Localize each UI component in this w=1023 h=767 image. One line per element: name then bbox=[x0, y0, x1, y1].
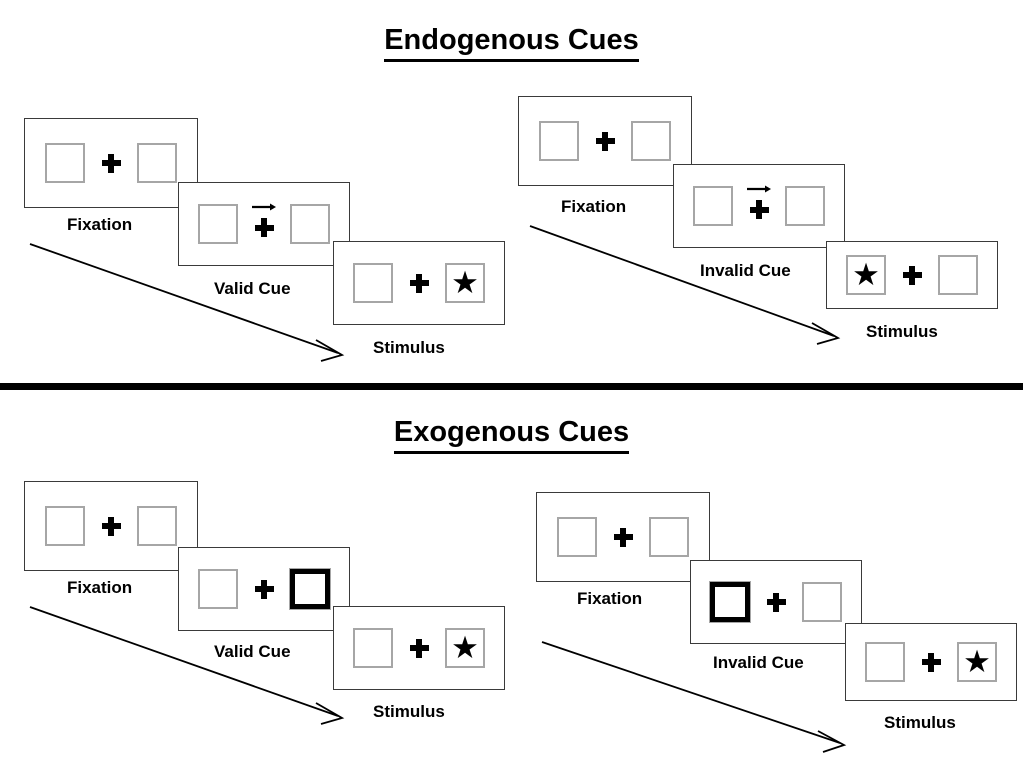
section-divider bbox=[0, 383, 1023, 390]
frame-exogenous-valid-stimulus: ★ bbox=[333, 606, 505, 690]
target-box-left bbox=[353, 628, 393, 668]
frame-exogenous-invalid-cue bbox=[690, 560, 862, 644]
frame-endogenous-invalid-fixation bbox=[518, 96, 692, 186]
target-box-right bbox=[137, 506, 177, 546]
fixation-cross-icon bbox=[921, 652, 941, 672]
frame-endogenous-valid-stimulus: ★ bbox=[333, 241, 505, 325]
caption-endogenous-invalid-fixation: Fixation bbox=[561, 197, 627, 216]
box-row: ★ bbox=[353, 260, 485, 306]
caption-exogenous-valid-stimulus: Stimulus bbox=[373, 702, 445, 721]
target-box-left bbox=[693, 186, 733, 226]
box-row bbox=[693, 183, 825, 229]
star-icon: ★ bbox=[963, 643, 991, 679]
caption-endogenous-invalid-cue: Invalid Cue bbox=[700, 261, 791, 280]
section-title-endogenous-text: Endogenous Cues bbox=[384, 24, 639, 63]
caption-endogenous-valid-cue: Valid Cue bbox=[214, 279, 291, 298]
target-box-right bbox=[938, 255, 978, 295]
frame-endogenous-invalid-cue bbox=[673, 164, 845, 248]
fixation-cross-icon bbox=[101, 516, 121, 536]
fixation-cross-icon bbox=[749, 200, 769, 219]
fixation-cross-icon bbox=[101, 153, 121, 173]
box-row bbox=[198, 201, 330, 247]
box-row bbox=[709, 579, 842, 625]
target-box-right: ★ bbox=[445, 263, 485, 303]
box-row bbox=[45, 503, 177, 549]
box-row bbox=[198, 566, 331, 612]
target-box-left-cued bbox=[709, 581, 751, 623]
fixation-cross-wrap bbox=[85, 503, 137, 549]
caption-exogenous-valid-fixation: Fixation bbox=[67, 578, 133, 597]
frame-exogenous-valid-cue bbox=[178, 547, 350, 631]
caption-endogenous-valid-fixation: Fixation bbox=[67, 215, 133, 234]
section-title-endogenous: Endogenous Cues bbox=[0, 24, 1023, 63]
fixation-cross-icon bbox=[766, 592, 786, 612]
target-box-left bbox=[45, 143, 85, 183]
time-arrow-endogenous-valid bbox=[29, 243, 345, 362]
frame-exogenous-invalid-fixation bbox=[536, 492, 710, 582]
target-box-right bbox=[290, 204, 330, 244]
section-title-exogenous: Exogenous Cues bbox=[0, 416, 1023, 455]
box-row bbox=[45, 140, 177, 186]
fixation-cross-icon bbox=[595, 131, 615, 151]
target-box-right bbox=[631, 121, 671, 161]
target-box-left bbox=[353, 263, 393, 303]
fixation-cross-wrap bbox=[579, 118, 631, 164]
box-row: ★ bbox=[846, 252, 978, 298]
caption-endogenous-invalid-stimulus: Stimulus bbox=[866, 322, 938, 341]
arrow-right-icon bbox=[747, 185, 771, 193]
target-box-right bbox=[785, 186, 825, 226]
fixation-cross-wrap bbox=[393, 260, 445, 306]
star-icon: ★ bbox=[852, 256, 880, 292]
star-icon: ★ bbox=[451, 629, 479, 665]
fixation-cross-wrap bbox=[750, 579, 802, 625]
target-box-right-cued bbox=[289, 568, 331, 610]
fixation-cross-wrap bbox=[238, 201, 290, 247]
frame-endogenous-invalid-stimulus: ★ bbox=[826, 241, 998, 309]
frame-exogenous-invalid-stimulus: ★ bbox=[845, 623, 1017, 701]
target-box-right: ★ bbox=[957, 642, 997, 682]
time-arrow-exogenous-valid bbox=[29, 606, 345, 725]
target-box-left: ★ bbox=[846, 255, 886, 295]
fixation-cross-icon bbox=[254, 218, 274, 237]
target-box-left bbox=[539, 121, 579, 161]
frame-endogenous-valid-cue bbox=[178, 182, 350, 266]
section-title-exogenous-text: Exogenous Cues bbox=[393, 416, 630, 455]
fixation-cross-wrap bbox=[238, 566, 290, 612]
fixation-cross-icon bbox=[902, 265, 922, 285]
fixation-cross-wrap bbox=[886, 252, 938, 298]
box-row: ★ bbox=[353, 625, 485, 671]
target-box-right: ★ bbox=[445, 628, 485, 668]
caption-exogenous-invalid-cue: Invalid Cue bbox=[713, 653, 804, 672]
fixation-cross-icon bbox=[254, 579, 274, 599]
star-icon: ★ bbox=[451, 264, 479, 300]
caption-endogenous-valid-stimulus: Stimulus bbox=[373, 338, 445, 357]
caption-exogenous-valid-cue: Valid Cue bbox=[214, 642, 291, 661]
fixation-cross-wrap bbox=[733, 183, 785, 229]
arrow-right-icon bbox=[252, 203, 276, 211]
caption-exogenous-invalid-fixation: Fixation bbox=[577, 589, 643, 608]
target-box-right bbox=[137, 143, 177, 183]
target-box-right bbox=[649, 517, 689, 557]
caption-exogenous-invalid-stimulus: Stimulus bbox=[884, 713, 956, 732]
target-box-left bbox=[865, 642, 905, 682]
frame-endogenous-valid-fixation bbox=[24, 118, 198, 208]
fixation-cross-wrap bbox=[393, 625, 445, 671]
box-row bbox=[539, 118, 671, 164]
target-box-left bbox=[45, 506, 85, 546]
box-row bbox=[557, 514, 689, 560]
time-arrow-exogenous-invalid bbox=[541, 641, 847, 753]
target-box-left bbox=[198, 569, 238, 609]
fixation-cross-wrap bbox=[905, 639, 957, 685]
fixation-cross-icon bbox=[613, 527, 633, 547]
box-row: ★ bbox=[865, 639, 997, 685]
fixation-cross-icon bbox=[409, 273, 429, 293]
target-box-left bbox=[198, 204, 238, 244]
target-box-right bbox=[802, 582, 842, 622]
time-arrow-endogenous-invalid bbox=[529, 225, 841, 345]
frame-exogenous-valid-fixation bbox=[24, 481, 198, 571]
fixation-cross-wrap bbox=[597, 514, 649, 560]
fixation-cross-icon bbox=[409, 638, 429, 658]
target-box-left bbox=[557, 517, 597, 557]
fixation-cross-wrap bbox=[85, 140, 137, 186]
